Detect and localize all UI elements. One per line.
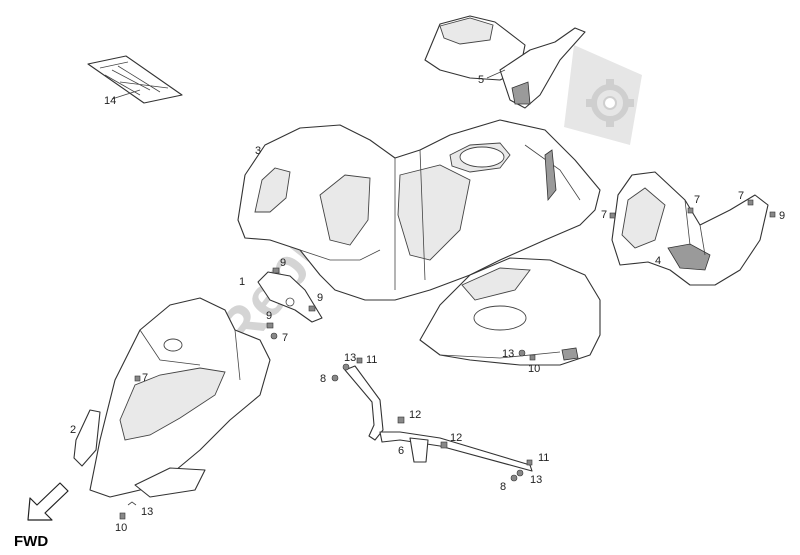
callout-9: 9 [280, 257, 286, 269]
callout-13: 13 [530, 474, 542, 486]
gear-logo-icon [564, 45, 642, 145]
callout-8: 8 [500, 481, 506, 493]
washer-13b [342, 363, 350, 371]
screw-11b [526, 459, 533, 466]
nut-8a [331, 374, 339, 382]
screw-12a [397, 416, 405, 424]
fasteners [119, 199, 776, 520]
part-5-upper-cover [424, 15, 586, 109]
callout-9: 9 [266, 310, 272, 322]
callout-10: 10 [115, 522, 127, 534]
callout-13: 13 [502, 348, 514, 360]
washer-13c [516, 469, 524, 477]
nut-7b [134, 375, 141, 382]
callout-2: 2 [70, 424, 76, 436]
screw-12b [440, 441, 448, 449]
callout-3: 3 [255, 145, 261, 157]
callout-13: 13 [344, 352, 356, 364]
callout-8: 8 [320, 373, 326, 385]
screw-9b [308, 305, 316, 312]
screw-9a [272, 267, 280, 274]
nut-7a [270, 332, 278, 340]
callout-14: 14 [104, 95, 116, 107]
part-6-tube-bracket [344, 365, 533, 472]
screw-9d [769, 211, 776, 218]
callout-11: 11 [538, 452, 549, 464]
screw-10b [529, 354, 536, 361]
callout-9: 9 [317, 292, 323, 304]
callout-labels: 14 5 3 9 1 9 9 7 7 2 10 13 13 11 8 12 12… [70, 74, 785, 534]
callout-9: 9 [779, 210, 785, 222]
screw-11a [356, 357, 363, 364]
callout-12: 12 [450, 432, 462, 444]
nut-7d [687, 207, 694, 214]
callout-7: 7 [282, 332, 288, 344]
callout-4: 4 [655, 255, 661, 267]
callout-5: 5 [478, 74, 484, 86]
nut-7e [747, 199, 754, 206]
part-4-side-cover [611, 171, 769, 286]
callout-7: 7 [601, 209, 607, 221]
part-2-front-fender [73, 297, 271, 498]
callout-12: 12 [409, 409, 421, 421]
part-14-label-sheet [87, 55, 183, 104]
callout-10: 10 [528, 363, 540, 375]
forward-arrow-icon [27, 482, 69, 521]
nut-8b [510, 474, 518, 482]
fwd-indicator: FWD [14, 482, 69, 550]
clip-13a [127, 501, 137, 506]
callout-1: 1 [239, 276, 245, 288]
callout-6: 6 [398, 445, 404, 457]
screw-10a [119, 512, 126, 520]
nut-7c [609, 212, 616, 219]
fwd-label: FWD [14, 533, 48, 550]
part-1-bracket [257, 271, 323, 323]
callout-13: 13 [141, 506, 153, 518]
part-3-rear-fender [237, 119, 601, 301]
washer-13d [518, 349, 526, 357]
callout-7: 7 [738, 190, 744, 202]
callout-7: 7 [694, 194, 700, 206]
screw-9c [266, 322, 274, 329]
callout-11: 11 [366, 354, 377, 366]
callout-7: 7 [142, 372, 148, 384]
part-rear-bumper [419, 257, 601, 366]
